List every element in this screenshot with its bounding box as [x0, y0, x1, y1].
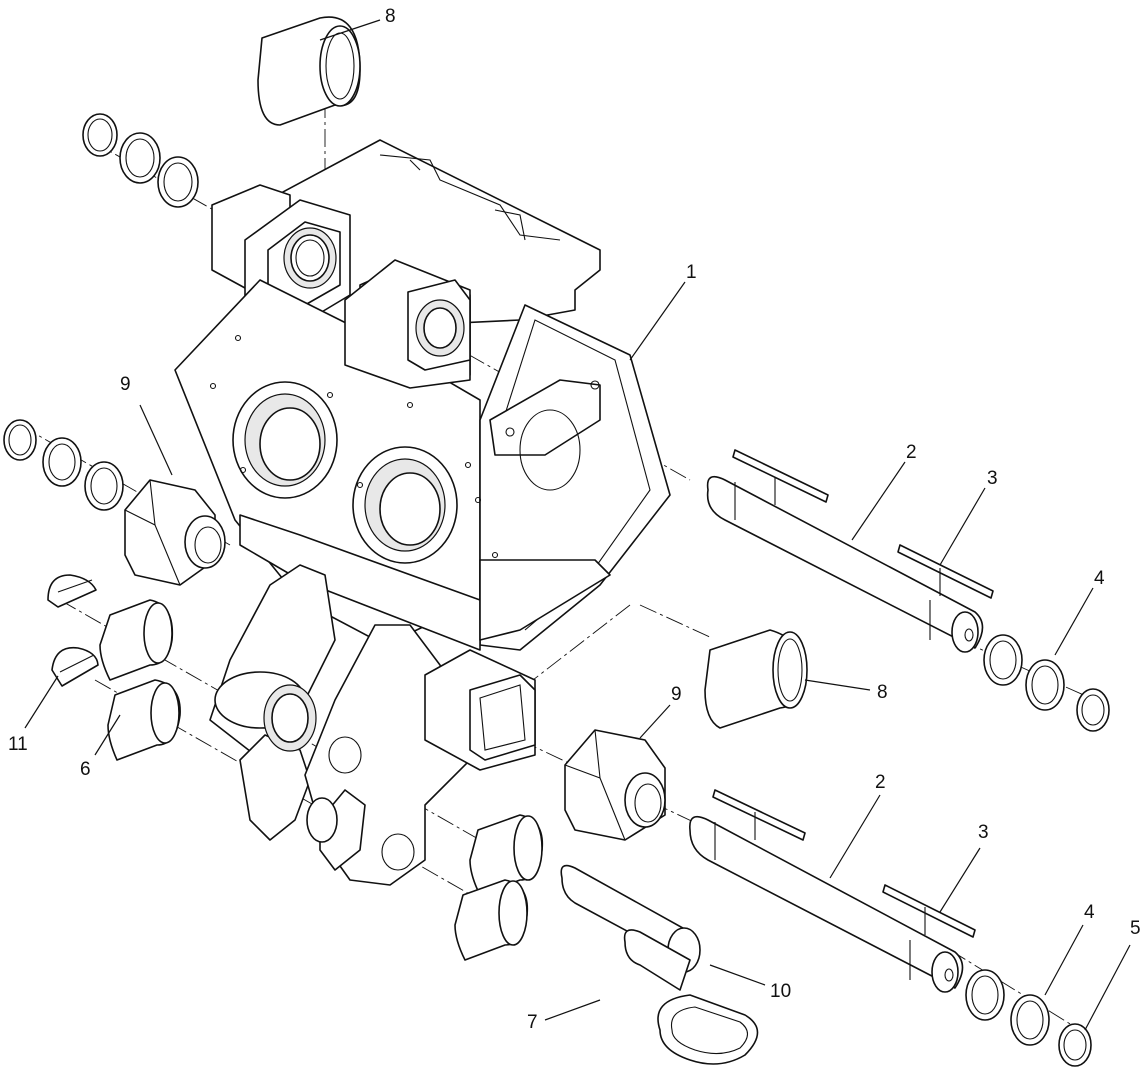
callout-1: 1 [686, 262, 697, 283]
callout-2-upper: 2 [906, 442, 917, 463]
callout-8-right: 8 [877, 682, 888, 703]
bushing-8-top [257, 16, 361, 126]
middle-left-ring-set [3, 419, 124, 511]
key-3-lower [712, 789, 976, 938]
hitch-arms [209, 564, 536, 886]
callout-7: 7 [527, 1012, 538, 1033]
bushing-8-right [704, 629, 808, 729]
hex-nut-9-right [564, 729, 666, 841]
bushings-lower [454, 814, 544, 961]
pin-2-upper [706, 475, 984, 653]
callout-6: 6 [80, 759, 91, 780]
callout-3-upper: 3 [987, 468, 998, 489]
pin-7-with-handle [623, 929, 759, 1065]
callout-4-lower: 4 [1084, 902, 1095, 923]
spacer-pair-6 [99, 599, 181, 761]
callout-4-upper: 4 [1094, 568, 1105, 589]
callout-9-left: 9 [120, 374, 131, 395]
pin-2-lower [689, 815, 964, 993]
main-frame-assembly [174, 139, 671, 651]
callout-5: 5 [1130, 918, 1141, 939]
washer-set-lower-right [965, 969, 1092, 1067]
callout-8-top: 8 [385, 6, 396, 27]
leader-lines [24, 19, 1131, 1031]
callout-10: 10 [770, 981, 791, 1002]
upper-left-ring-set [82, 113, 199, 208]
hex-nut-9-left [124, 479, 226, 586]
callout-labels: 8 1 9 2 3 4 8 9 11 6 2 3 4 5 10 7 [8, 6, 1141, 1033]
key-3-upper [732, 449, 994, 599]
callout-9-right: 9 [671, 684, 682, 705]
washer-set-upper-right [983, 634, 1110, 732]
callout-11: 11 [8, 734, 28, 755]
callout-3-lower: 3 [978, 822, 989, 843]
callout-2-lower: 2 [875, 772, 886, 793]
hair-pin-clips-11 [47, 574, 99, 687]
